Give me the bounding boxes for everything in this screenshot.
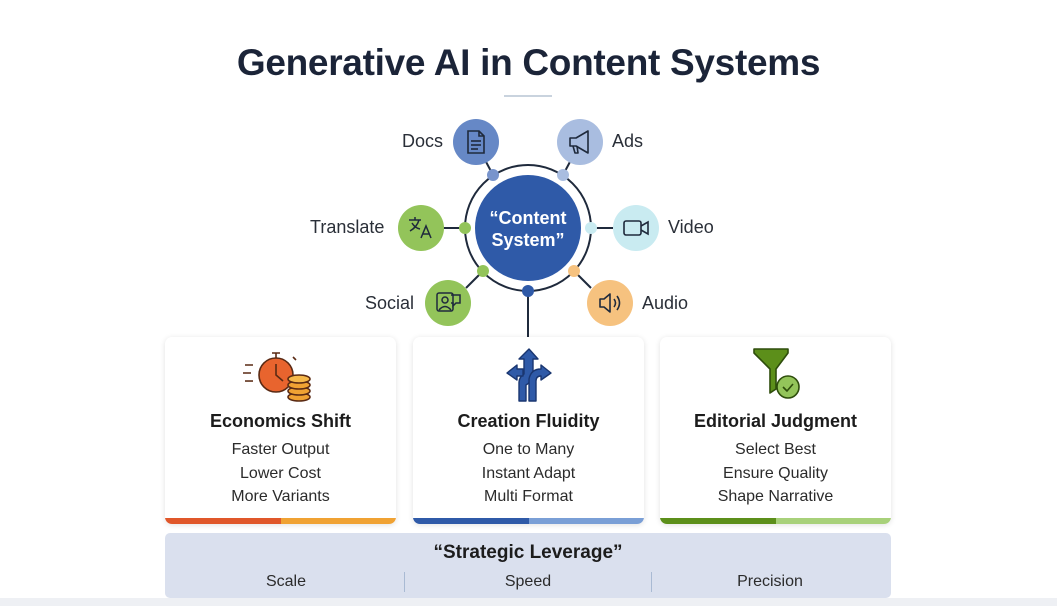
ring-dot-translate [459,222,471,234]
funnel-check-icon [660,347,891,403]
hub-center [475,175,581,281]
page-title: Generative AI in Content Systems [236,42,821,83]
card-accent-bar-right [528,518,644,524]
document-icon [467,130,485,154]
leverage-item-precision: Precision [737,573,803,590]
ring-dot-video [585,222,597,234]
leverage-divider [404,572,405,592]
split-arrows-icon [413,347,644,403]
strategic-leverage-panel: “Strategic Leverage” Scale Speed Precisi… [165,533,891,598]
node-social [425,280,471,326]
node-label-translate: Translate [310,217,385,237]
card-item: Multi Format [484,488,573,505]
card-editorial-judgment: Editorial Judgment Select Best Ensure Qu… [660,337,891,524]
ring-dot-social [477,265,489,277]
card-creation-fluidity: Creation Fluidity One to Many Instant Ad… [413,337,644,524]
card-title: Editorial Judgment [693,411,857,431]
node-audio [587,280,633,326]
node-label-video: Video [668,217,714,237]
card-item: Instant Adapt [481,464,576,482]
card-item: More Variants [231,488,330,505]
card-item: Lower Cost [240,464,321,482]
social-chat-icon [436,292,461,312]
card-accent-bar-right [280,518,396,524]
title-divider [504,95,552,97]
card-item: Ensure Quality [723,464,828,482]
bottom-strip [0,598,1057,606]
node-docs [453,119,499,165]
card-item: One to Many [482,441,575,458]
ring-dot-ads [557,169,569,181]
translate-icon [409,217,432,239]
card-accent-bar-right [775,518,891,524]
node-translate [398,205,444,251]
leverage-title: “Strategic Leverage” [433,542,623,563]
card-title: Creation Fluidity [457,411,600,431]
card-accent-bar-left [660,518,776,524]
hub-center-line2: System” [491,230,564,250]
node-label-ads: Ads [612,131,644,151]
card-accent-bar-left [413,518,529,524]
node-label-social: Social [365,293,415,313]
leverage-item-speed: Speed [504,573,552,590]
hub-center-line1: “Content [490,208,567,228]
speaker-icon [599,293,621,313]
card-item: Shape Narrative [717,488,834,505]
stopwatch-coins-icon [165,347,396,403]
ring-dot-bottom [522,285,534,297]
card-accent-bar-left [165,518,281,524]
card-economics-shift: Economics Shift Faster Output Lower Cost… [165,337,396,524]
node-label-audio: Audio [642,293,689,313]
content-system-hub: “Content System” [398,119,659,337]
megaphone-icon [569,130,589,154]
leverage-item-scale: Scale [265,573,307,590]
node-video [613,205,659,251]
card-title: Economics Shift [209,411,352,431]
ring-dot-audio [568,265,580,277]
video-camera-icon [623,220,649,236]
ring-dot-docs [487,169,499,181]
card-item: Select Best [735,441,816,458]
node-label-docs: Docs [402,131,444,151]
leverage-divider [651,572,652,592]
node-ads [557,119,603,165]
card-item: Faster Output [231,441,330,458]
